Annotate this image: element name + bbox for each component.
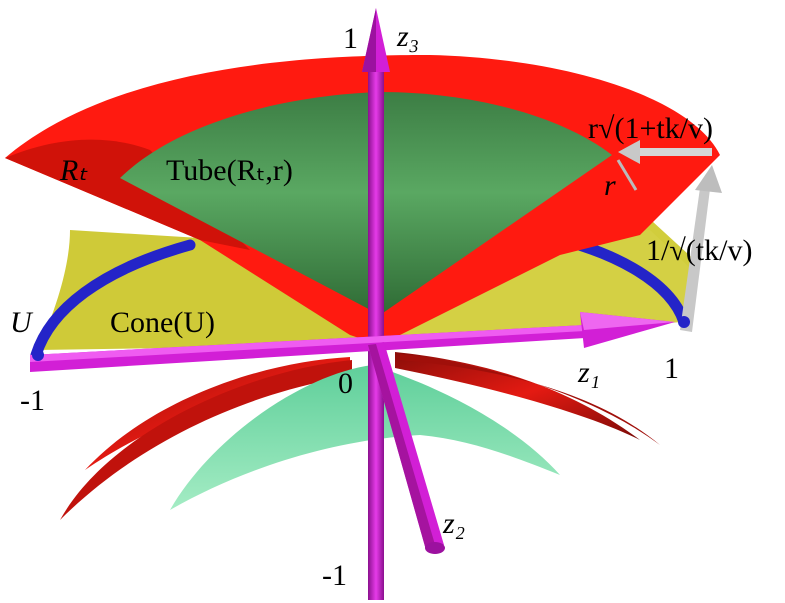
z3-tick-bottom: -1	[322, 559, 347, 592]
Rt-label: Rₜ	[59, 154, 88, 187]
blue-endpoint-left	[32, 349, 44, 361]
r-sqrt-label: r√(1+tk/v)	[588, 112, 713, 145]
x-neg-tick: -1	[20, 384, 45, 417]
z3-axis-label: z₃	[396, 20, 419, 53]
lower-mint-surface	[170, 365, 560, 510]
z3-axis	[362, 8, 390, 600]
z2-axis	[368, 342, 445, 554]
U-label: U	[10, 306, 34, 339]
yellow-plane-left	[38, 230, 370, 350]
blue-endpoint-right	[678, 316, 690, 328]
tube-label: Tube(Rₜ,r)	[166, 154, 293, 187]
z3-tick-top: 1	[343, 22, 358, 55]
cone-label: Cone(U)	[110, 306, 215, 339]
blue-curve-left	[30, 239, 196, 361]
z1-axis-label: z₁	[577, 356, 600, 389]
green-surface-tube	[120, 92, 612, 315]
grey-arrows	[616, 140, 722, 332]
x-pos-tick: 1	[664, 352, 679, 385]
origin-label: 0	[338, 367, 353, 400]
lower-surfaces	[60, 352, 660, 520]
lower-red-right-lobe	[395, 352, 640, 440]
r-label: r	[604, 169, 616, 202]
lower-red-left-outer	[60, 360, 352, 520]
inv-sqrt-label: 1/√(tk/v)	[646, 234, 752, 267]
red-shadow	[5, 139, 250, 250]
z1-axis	[30, 312, 675, 372]
z2-axis-label: z₂	[442, 507, 465, 540]
